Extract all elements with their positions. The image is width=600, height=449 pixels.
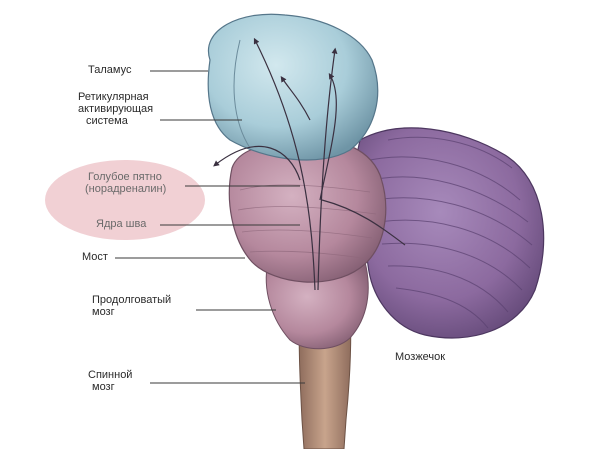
medulla [265, 261, 369, 350]
highlight-ellipse [45, 160, 205, 240]
label-pons: Мост [82, 251, 108, 263]
label-cerebellum: Мозжечок [395, 351, 446, 363]
thalamus-fold [233, 39, 251, 149]
leader-lines [115, 70, 305, 384]
label-medulla-line1: Продолговатый [92, 294, 172, 306]
label-spinal-line2: мозг [92, 381, 115, 393]
cerebellum-folia [369, 136, 533, 329]
label-medulla-line2: мозг [92, 306, 115, 318]
label-reticular-line3: система [86, 115, 128, 127]
label-locus-line1: Голубое пятно [88, 171, 162, 183]
label-spinal-line1: Спинной [88, 369, 133, 381]
label-locus-line2: (норадреналин) [85, 183, 167, 195]
label-reticular-line2: активирующая [78, 103, 154, 115]
label-thalamus: Таламус [88, 64, 132, 76]
label-reticular-line1: Ретикулярная [78, 91, 149, 103]
pons-striations [237, 184, 377, 259]
reticular-arrows [213, 37, 406, 291]
label-raphe: Ядра шва [96, 218, 147, 230]
